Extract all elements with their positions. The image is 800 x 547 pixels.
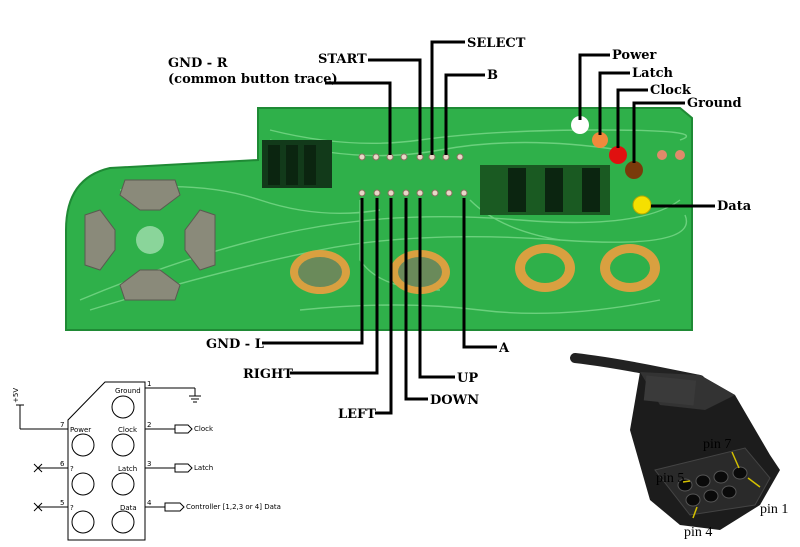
label-b: B <box>487 68 498 83</box>
label-up: UP <box>457 371 478 386</box>
sch-pin7-num: 7 <box>60 421 64 429</box>
connector-photo: pin 7 pin 5 pin 1 pin 4 <box>570 353 788 540</box>
solder-pad <box>358 189 366 197</box>
solder-pad <box>460 189 468 197</box>
solder-pad <box>372 153 380 161</box>
pcb-dpad-center <box>136 226 164 254</box>
sch-pin6-num: 6 <box>60 460 65 468</box>
label-pin7: pin 7 <box>703 437 731 452</box>
label-clock: Clock <box>650 83 692 98</box>
data-dot <box>632 195 652 215</box>
solder-pad <box>400 153 408 161</box>
label-pin1: pin 1 <box>760 502 788 517</box>
sch-pin7-name: Power <box>70 426 91 434</box>
sch-pin2-num: 2 <box>147 421 151 429</box>
label-latch: Latch <box>632 66 673 81</box>
label-right: RIGHT <box>243 367 293 382</box>
solder-pad <box>431 189 439 197</box>
label-gnd-l: GND - L <box>206 337 264 352</box>
leader-lines <box>262 40 715 415</box>
sch-pin3-name: Latch <box>118 465 137 473</box>
solder-pad <box>416 189 424 197</box>
sch-pin4-num: 4 <box>147 499 152 507</box>
latch-dot <box>592 132 608 148</box>
label-data: Data <box>717 199 752 214</box>
label-ground: Ground <box>687 96 742 111</box>
sch-pin2-name: Clock <box>118 426 138 434</box>
ground-dot <box>625 161 643 179</box>
solder-pad <box>387 189 395 197</box>
solder-pad <box>358 153 366 161</box>
pcb-pad-row-top <box>358 153 464 161</box>
label-power: Power <box>612 48 657 63</box>
label-start: START <box>318 52 367 67</box>
label-pin5: pin 5 <box>656 471 684 486</box>
sch-out-clock: Clock <box>194 425 214 433</box>
sch-pin4-name: Data <box>120 504 137 512</box>
label-down: DOWN <box>430 393 479 408</box>
label-pin4: pin 4 <box>684 525 712 540</box>
label-gnd-r-note: (common button trace) <box>168 72 338 87</box>
sch-pin6-name: ? <box>70 465 74 473</box>
connector-schematic <box>16 381 201 541</box>
pcb-pad-row-bottom <box>358 189 468 197</box>
sch-pin5-num: 5 <box>60 499 64 507</box>
solder-pad <box>402 189 410 197</box>
solder-pad <box>373 189 381 197</box>
controller-pcb <box>65 107 693 331</box>
schematic-labels: +5V Ground 1 Clock 2 Latch 3 Data 4 ? 5 … <box>12 380 281 512</box>
label-select: SELECT <box>467 36 526 51</box>
solder-pad <box>456 153 464 161</box>
power-dot <box>571 116 589 134</box>
pcb-dpad <box>84 179 216 301</box>
clock-dot <box>609 146 627 164</box>
sch-out-data: Controller [1,2,3 or 4] Data <box>186 503 281 511</box>
pcb-button-contacts <box>290 244 660 294</box>
sch-out-latch: Latch <box>194 464 213 472</box>
sch-pin1-name: Ground <box>115 387 141 395</box>
label-supply: +5V <box>12 388 20 403</box>
sch-pin1-num: 1 <box>147 380 151 388</box>
label-gnd-r: GND - R <box>168 56 228 71</box>
solder-pad <box>445 189 453 197</box>
sch-pin5-name: ? <box>70 504 74 512</box>
label-left: LEFT <box>338 407 376 422</box>
label-a: A <box>498 341 510 356</box>
sch-pin3-num: 3 <box>147 460 151 468</box>
